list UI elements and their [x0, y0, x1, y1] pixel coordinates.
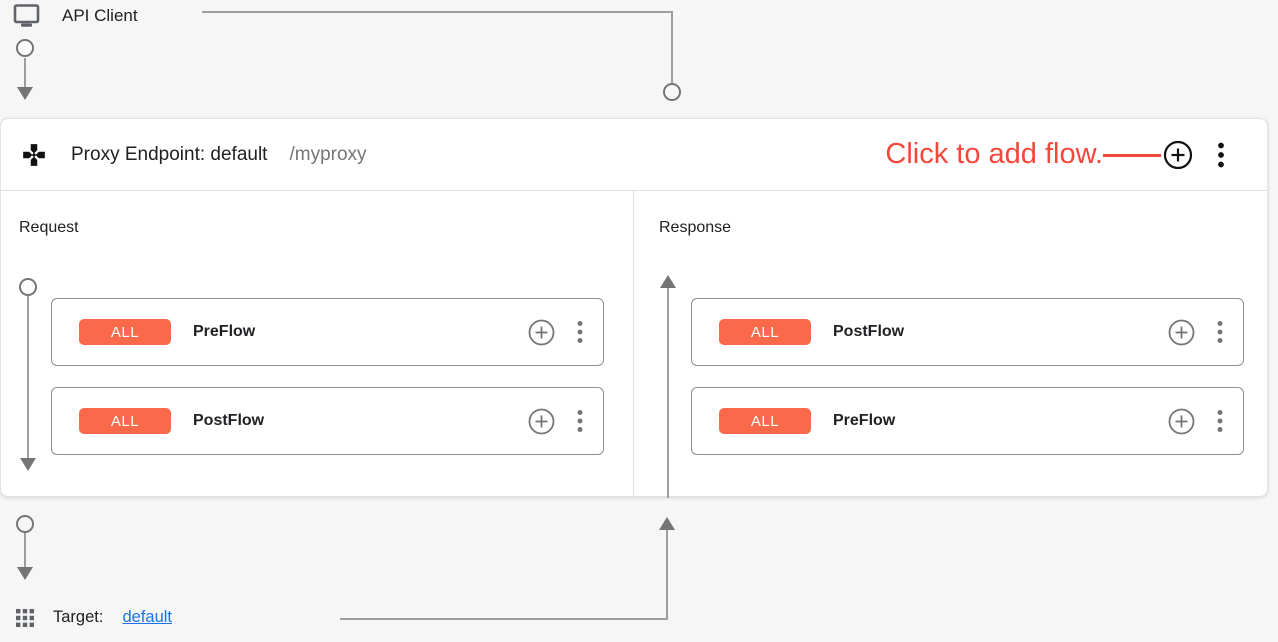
condition-badge: ALL: [79, 408, 171, 434]
flow-menu-button[interactable]: [577, 320, 583, 344]
flow-name: PostFlow: [833, 323, 905, 340]
flow-card-response-postflow[interactable]: ALL PostFlow: [691, 298, 1244, 366]
condition-badge: ALL: [719, 408, 811, 434]
condition-badge: ALL: [719, 319, 811, 345]
more-vert-icon: [1217, 320, 1223, 344]
annotation-pointer-line: [1103, 154, 1161, 157]
flow-menu-button[interactable]: [577, 409, 583, 433]
proxy-endpoint-panel: Proxy Endpoint: default /myproxy Click t…: [0, 118, 1268, 498]
add-circle-icon: [1168, 319, 1195, 346]
proxy-endpoint-body: Request Response ALL PreFlow: [1, 191, 1267, 498]
condition-badge: ALL: [79, 319, 171, 345]
more-vert-icon: [1217, 141, 1225, 169]
connector-top: [16, 11, 681, 101]
flow-name: PostFlow: [193, 412, 265, 429]
add-flow-button[interactable]: [1163, 140, 1193, 170]
add-policy-button[interactable]: [1168, 319, 1195, 346]
grid-icon: [16, 608, 34, 627]
more-vert-icon: [577, 409, 583, 433]
flow-card-response-preflow[interactable]: ALL PreFlow: [691, 387, 1244, 455]
target-row: Target: default: [16, 608, 172, 627]
add-policy-button[interactable]: [528, 319, 555, 346]
connector-bottom: [16, 515, 675, 620]
flow-menu-button[interactable]: [1217, 320, 1223, 344]
flow-menu-button[interactable]: [1217, 409, 1223, 433]
response-column-label: Response: [659, 219, 732, 236]
more-vert-icon: [577, 320, 583, 344]
flow-name: PreFlow: [833, 412, 896, 429]
flow-name: PreFlow: [193, 323, 256, 340]
target-default-link[interactable]: default: [122, 608, 172, 626]
flow-card-request-postflow[interactable]: ALL PostFlow: [51, 387, 604, 455]
more-vert-icon: [1217, 409, 1223, 433]
add-circle-icon: [528, 319, 555, 346]
add-circle-icon: [1163, 140, 1193, 170]
api-client: API Client: [13, 3, 138, 29]
monitor-icon: [13, 3, 40, 29]
request-column-label: Request: [19, 219, 79, 236]
add-circle-icon: [528, 408, 555, 435]
proxy-endpoint-title: Proxy Endpoint: default: [71, 143, 268, 165]
column-divider: [633, 191, 634, 496]
add-policy-button[interactable]: [1168, 408, 1195, 435]
add-policy-button[interactable]: [528, 408, 555, 435]
add-circle-icon: [1168, 408, 1195, 435]
add-flow-annotation: Click to add flow.: [885, 138, 1103, 170]
proxy-endpoint-basepath: /myproxy: [289, 143, 367, 165]
target-label: Target:: [53, 608, 104, 626]
api-client-label: API Client: [62, 6, 138, 25]
flow-card-request-preflow[interactable]: ALL PreFlow: [51, 298, 604, 366]
proxy-endpoint-header: Proxy Endpoint: default /myproxy Click t…: [1, 119, 1267, 191]
dpad-icon: [21, 142, 47, 168]
endpoint-menu-button[interactable]: [1217, 141, 1225, 169]
